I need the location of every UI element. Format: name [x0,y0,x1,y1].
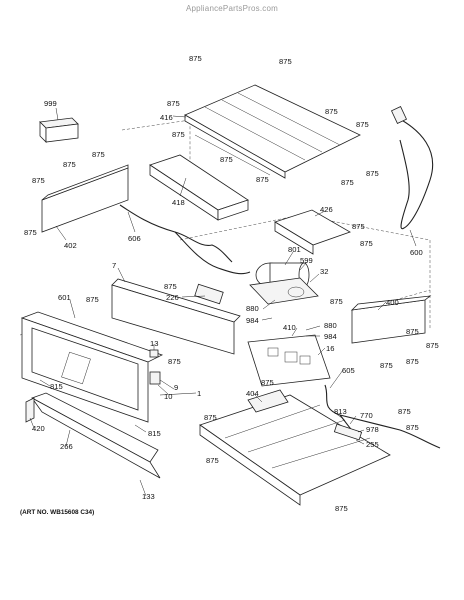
callout-875: 875 [189,54,202,63]
callout-875: 875 [164,282,177,291]
callout-875: 875 [86,295,99,304]
part-top-cover [184,84,361,179]
callout-875: 875 [398,407,411,416]
part-426-bracket [274,209,351,255]
callout-1: 1 [197,389,201,398]
part-16-control-board [247,334,331,387]
callout-426: 426 [320,205,333,214]
callout-875: 875 [279,57,292,66]
callout-875: 875 [356,120,369,129]
callout-875: 875 [172,130,185,139]
callout-420: 420 [32,424,45,433]
callout-801: 801 [288,245,301,254]
watermark: AppliancePartsPros.com [186,4,278,13]
callout-226: 226 [166,293,179,302]
callout-10: 10 [164,392,172,401]
callout-601: 601 [58,293,71,302]
callout-875: 875 [325,107,338,116]
art-number: (ART NO. WB15608 C34) [20,509,94,516]
callout-875: 875 [204,413,217,422]
part-600-hose [390,106,434,230]
callout-404: 404 [246,389,259,398]
callout-266: 266 [60,442,73,451]
part-400-side-panel [350,295,432,344]
frame-outline [394,289,431,301]
part-606-harness [119,204,233,263]
part-801-fan-motor [249,262,319,305]
part-999-box [39,117,79,143]
callout-606: 606 [128,234,141,243]
callout-875: 875 [220,155,233,164]
callout-16: 16 [326,344,334,353]
callout-410: 410 [283,323,296,332]
callout-600: 600 [410,248,423,257]
callout-875: 875 [406,327,419,336]
callout-875: 875 [168,357,181,366]
callout-32: 32 [320,267,328,276]
part-9-switch [149,371,161,385]
part-oven-floor [199,389,391,506]
callout-7: 7 [112,261,116,270]
callout-418: 418 [172,198,185,207]
part-605-harness [324,384,441,449]
callout-133: 133 [142,492,155,501]
leader-lines [29,107,417,497]
callout-875: 875 [92,150,105,159]
callout-770: 770 [360,411,373,420]
frame-outline [179,214,431,330]
part-7-control-bracket [111,278,241,355]
callout-875: 875 [256,175,269,184]
callout-880-right: 880 [324,321,337,330]
callout-984-left: 984 [246,316,259,325]
callout-875: 875 [366,169,379,178]
callout-875: 875 [261,378,274,387]
callout-880-left: 880 [246,304,259,313]
callout-984-right: 984 [324,332,337,341]
callout-875: 875 [426,341,439,350]
callout-875: 875 [406,423,419,432]
part-978-terminal-block [333,423,363,441]
part-402-side-panel [41,164,129,233]
callout-599: 599 [300,256,313,265]
callout-255: 255 [366,440,379,449]
callout-875: 875 [335,504,348,513]
callout-13: 13 [150,339,158,348]
part-1-front-panel [20,311,164,423]
part-266-lower-trim [25,392,161,479]
callout-416: 416 [160,113,173,122]
callout-labels: 999 416 418 402 606 426 600 801 599 32 7… [24,54,439,513]
callout-400: 400 [386,298,399,307]
callout-875: 875 [406,357,419,366]
callout-875: 875 [360,239,373,248]
callout-875: 875 [380,361,393,370]
callout-815-bottom: 815 [148,429,161,438]
callout-875: 875 [330,297,343,306]
callout-813: 813 [334,407,347,416]
part-13-clip [149,349,159,358]
callout-875: 875 [63,160,76,169]
callout-9: 9 [174,383,178,392]
callout-978: 978 [366,425,379,434]
callout-605: 605 [342,366,355,375]
callout-875: 875 [206,456,219,465]
callout-875: 875 [352,222,365,231]
callout-875: 875 [24,228,37,237]
part-418-bracket [149,154,249,221]
part-606-harness [174,231,251,275]
callout-875: 875 [32,176,45,185]
callout-875: 875 [341,178,354,187]
callout-999: 999 [44,99,57,108]
callout-875: 875 [167,99,180,108]
callout-402: 402 [64,241,77,250]
callout-815-top: 815 [50,382,63,391]
